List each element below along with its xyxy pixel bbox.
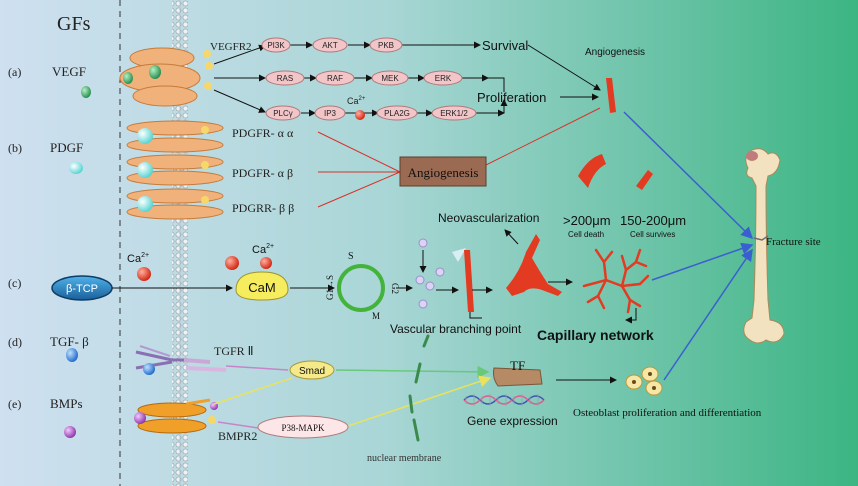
ca-ball-c1 — [137, 267, 151, 281]
cam-label: CaM — [248, 280, 275, 295]
nuclear-membrane — [408, 334, 430, 442]
p38-to-tf — [347, 375, 492, 427]
vessel-large-label: >200μm — [563, 213, 611, 228]
row-letter-a: (a) — [8, 65, 21, 79]
cycle-g2: G2 — [390, 283, 400, 294]
protein-ras: RAS — [277, 74, 293, 83]
vessel-large — [578, 154, 606, 188]
cycle-s: S — [348, 251, 354, 262]
gene-expression-label: Gene expression — [467, 414, 558, 428]
dna-helix — [463, 394, 545, 406]
cam-blob — [235, 271, 289, 301]
vegfr2-label: VEGFR2 — [210, 41, 252, 53]
gfs-label: GFs — [57, 13, 91, 35]
factor-tgfb: TGF- β — [50, 334, 89, 349]
vessel-small-label: 150-200μm — [620, 213, 686, 228]
row-letter-c: (c) — [8, 276, 21, 290]
protein-akt: AKT — [322, 41, 338, 50]
ca-label-c2: Ca2+ — [252, 243, 274, 256]
smad-to-tf — [335, 365, 490, 378]
protein-erk: ERK — [435, 74, 452, 83]
tf-label: TF — [510, 358, 525, 373]
survival-label: Survival — [482, 38, 528, 53]
smad-oval — [289, 360, 335, 380]
pdgf-ball — [69, 162, 83, 174]
pathway-a-arrows — [213, 41, 601, 117]
bmpr-to-smad — [213, 377, 293, 405]
vessel-small-sub: Cell survives — [630, 230, 675, 239]
pdgf-lines — [317, 107, 601, 208]
protein-pla2g: PLA2G — [384, 109, 410, 118]
vessel-sprout — [464, 250, 474, 312]
bmpr2-label: BMPR2 — [218, 429, 257, 443]
proliferation-label: Proliferation — [477, 90, 546, 105]
protein-pi3k: PI3K — [267, 41, 285, 50]
pdgfr-ab-label: PDGFR- α β — [232, 166, 293, 180]
row-letter-e: (e) — [8, 397, 21, 411]
vegf-ball — [81, 86, 91, 98]
capillary-network — [582, 248, 650, 314]
ca-label-c1: Ca2+ — [127, 252, 149, 265]
nuclear-membrane-label: nuclear membrane — [367, 453, 442, 464]
tgfr2-receptor — [135, 345, 227, 375]
osteoblast-cells — [625, 366, 663, 396]
p38-label: P38-MAPK — [281, 423, 325, 433]
vessel-small — [636, 170, 653, 190]
angiogenesis-box-label: Angiogenesis — [408, 165, 479, 180]
capillary-label: Capillary network — [537, 327, 654, 343]
p38-oval — [257, 415, 349, 439]
factor-pdgf: PDGF — [50, 140, 83, 155]
cycle-m: M — [372, 311, 380, 321]
ca-ball-c3 — [260, 257, 272, 269]
vessel-branch — [506, 234, 562, 296]
vegfr2-receptor — [119, 47, 213, 107]
pdgrr-bb-label: PDGRR- β β — [232, 201, 294, 215]
pdgfr-receptors — [126, 120, 224, 220]
protein-ip3: IP3 — [324, 109, 337, 118]
ca-label-a: Ca2+ — [347, 96, 366, 106]
bmpr-to-p38 — [217, 421, 259, 429]
blue-arrows — [623, 111, 754, 381]
protein-mek: MEK — [381, 74, 399, 83]
bmp-ball — [64, 426, 76, 438]
cycle-g1s: G1→S — [325, 275, 335, 300]
branching-label: Vascular branching point — [390, 322, 522, 336]
row-letter-d: (d) — [8, 335, 22, 349]
tgfb-ball — [66, 348, 78, 362]
smad-label: Smad — [299, 366, 325, 377]
protein-erk12: ERK1/2 — [440, 109, 468, 118]
cell-cycle-ring — [337, 264, 385, 312]
neovascularization-label: Neovascularization — [438, 211, 539, 225]
dividing-cells — [396, 238, 466, 309]
angiogenesis-box — [399, 156, 487, 187]
tf-shape — [493, 367, 543, 387]
factor-vegf: VEGF — [52, 64, 86, 79]
tgfr-to-smad — [225, 365, 289, 371]
pdgfr-aa-label: PDGFR- α α — [232, 126, 294, 140]
ca-ball-c2 — [225, 256, 239, 270]
femur-bone — [743, 148, 785, 344]
fracture-site-label: Fracture site — [766, 236, 821, 248]
btcp-label: β-TCP — [66, 283, 98, 295]
bmpr2-receptor — [134, 398, 218, 434]
protein-pkb: PKB — [378, 41, 394, 50]
row-letter-b: (b) — [8, 141, 22, 155]
tgfr2-label: TGFR Ⅱ — [214, 344, 254, 358]
angiogenesis-top-label: Angiogenesis — [585, 47, 645, 58]
factor-bmps: BMPs — [50, 396, 83, 411]
protein-plcg: PLCγ — [273, 109, 293, 118]
pathway-a-proteins — [261, 37, 477, 121]
vessel-angiogenesis — [606, 78, 616, 113]
osteoblast-label: Osteoblast proliferation and differentia… — [573, 407, 762, 419]
vessel-large-sub: Cell death — [568, 230, 604, 239]
protein-raf: RAF — [327, 74, 343, 83]
